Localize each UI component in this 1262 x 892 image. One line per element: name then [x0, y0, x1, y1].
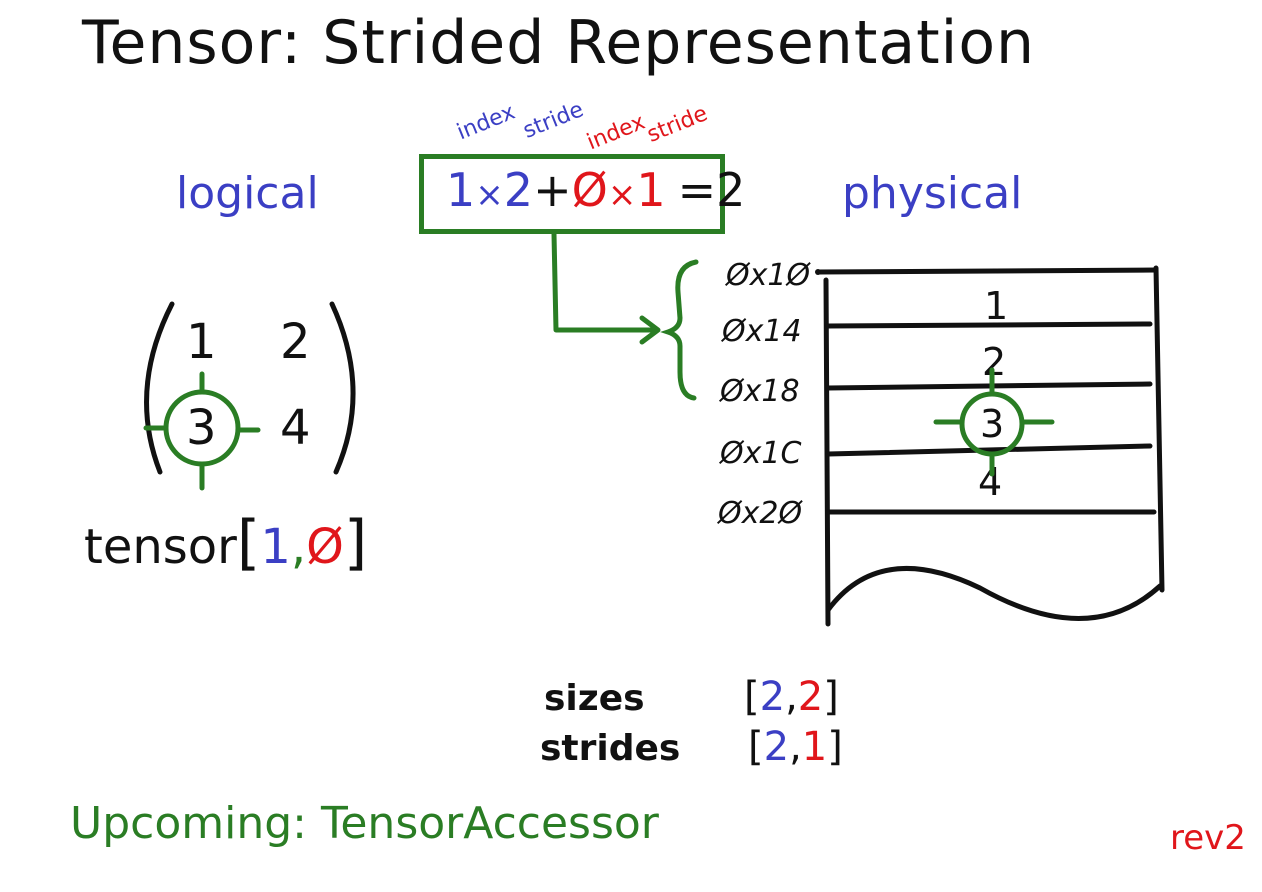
- sizes-value-1: 2: [797, 674, 824, 720]
- strides-open-bracket: [: [748, 724, 764, 770]
- pointer-arrowhead: [639, 315, 661, 345]
- tensor-index-expression: tensor[1,Ø]: [84, 508, 367, 578]
- strides-close-bracket: ]: [827, 724, 843, 770]
- memory-value-1: 1: [984, 284, 1009, 328]
- equation: 1×2+Ø×1=2: [446, 163, 745, 217]
- address-0x14: Øx14: [722, 314, 802, 349]
- address-tick: [815, 269, 821, 275]
- sizes-close-bracket: ]: [823, 674, 839, 720]
- strides-comma: ,: [789, 724, 802, 770]
- physical-highlight-circle: [933, 367, 1055, 477]
- tensor-open-bracket: [: [236, 508, 261, 578]
- tensor-index-1: 1: [260, 519, 291, 575]
- matrix-cell-1: 1: [186, 314, 217, 370]
- tensor-index-2: Ø: [306, 519, 344, 575]
- eq-result: 2: [716, 163, 746, 217]
- upcoming-note: Upcoming: TensorAccessor: [70, 798, 659, 849]
- matrix-cell-2: 2: [280, 314, 311, 370]
- matrix-cell-3: 3: [186, 400, 217, 456]
- strides-value: [2,1]: [748, 724, 843, 770]
- eq-times-2: ×: [607, 175, 637, 215]
- strides-label: strides: [540, 728, 681, 769]
- equation-box: [419, 154, 725, 234]
- eq-times-1: ×: [475, 175, 504, 215]
- revision-label: rev2: [1170, 818, 1246, 858]
- logical-label: logical: [176, 168, 319, 219]
- tensor-close-bracket: ]: [343, 508, 368, 578]
- address-brace: [660, 259, 699, 401]
- tensor-name: tensor: [84, 519, 237, 575]
- eq-index-1: 1: [446, 163, 476, 217]
- eq-stride-1: 2: [503, 163, 534, 217]
- memory-value-3: 3: [980, 402, 1005, 446]
- matrix-right-paren: [329, 301, 356, 475]
- eq-stride-2: 1: [636, 163, 666, 217]
- eq-equals: =: [677, 163, 717, 217]
- address-0x18: Øx18: [720, 374, 800, 409]
- sizes-value-0: 2: [759, 674, 786, 720]
- memory-column: [815, 265, 1165, 627]
- tensor-comma: ,: [290, 519, 307, 575]
- eq-plus: +: [533, 163, 572, 217]
- address-0x1c: Øx1C: [720, 436, 802, 471]
- sizes-comma: ,: [785, 674, 798, 720]
- address-0x20: Øx2Ø: [718, 496, 803, 531]
- physical-label: physical: [842, 168, 1023, 219]
- logical-highlight-circle: [143, 371, 261, 491]
- page-title: Tensor: Strided Representation: [82, 8, 1036, 78]
- sizes-open-bracket: [: [744, 674, 760, 720]
- strides-value-1: 1: [801, 724, 828, 770]
- strides-value-0: 2: [763, 724, 790, 770]
- address-0x10: Øx1Ø: [726, 258, 811, 293]
- matrix-cell-4: 4: [280, 400, 311, 456]
- sizes-label: sizes: [544, 678, 645, 719]
- pointer-arrow: [551, 231, 659, 333]
- matrix-left-paren: [144, 301, 175, 475]
- eq-index-2: Ø: [571, 163, 608, 217]
- sizes-value: [2,2]: [744, 674, 839, 720]
